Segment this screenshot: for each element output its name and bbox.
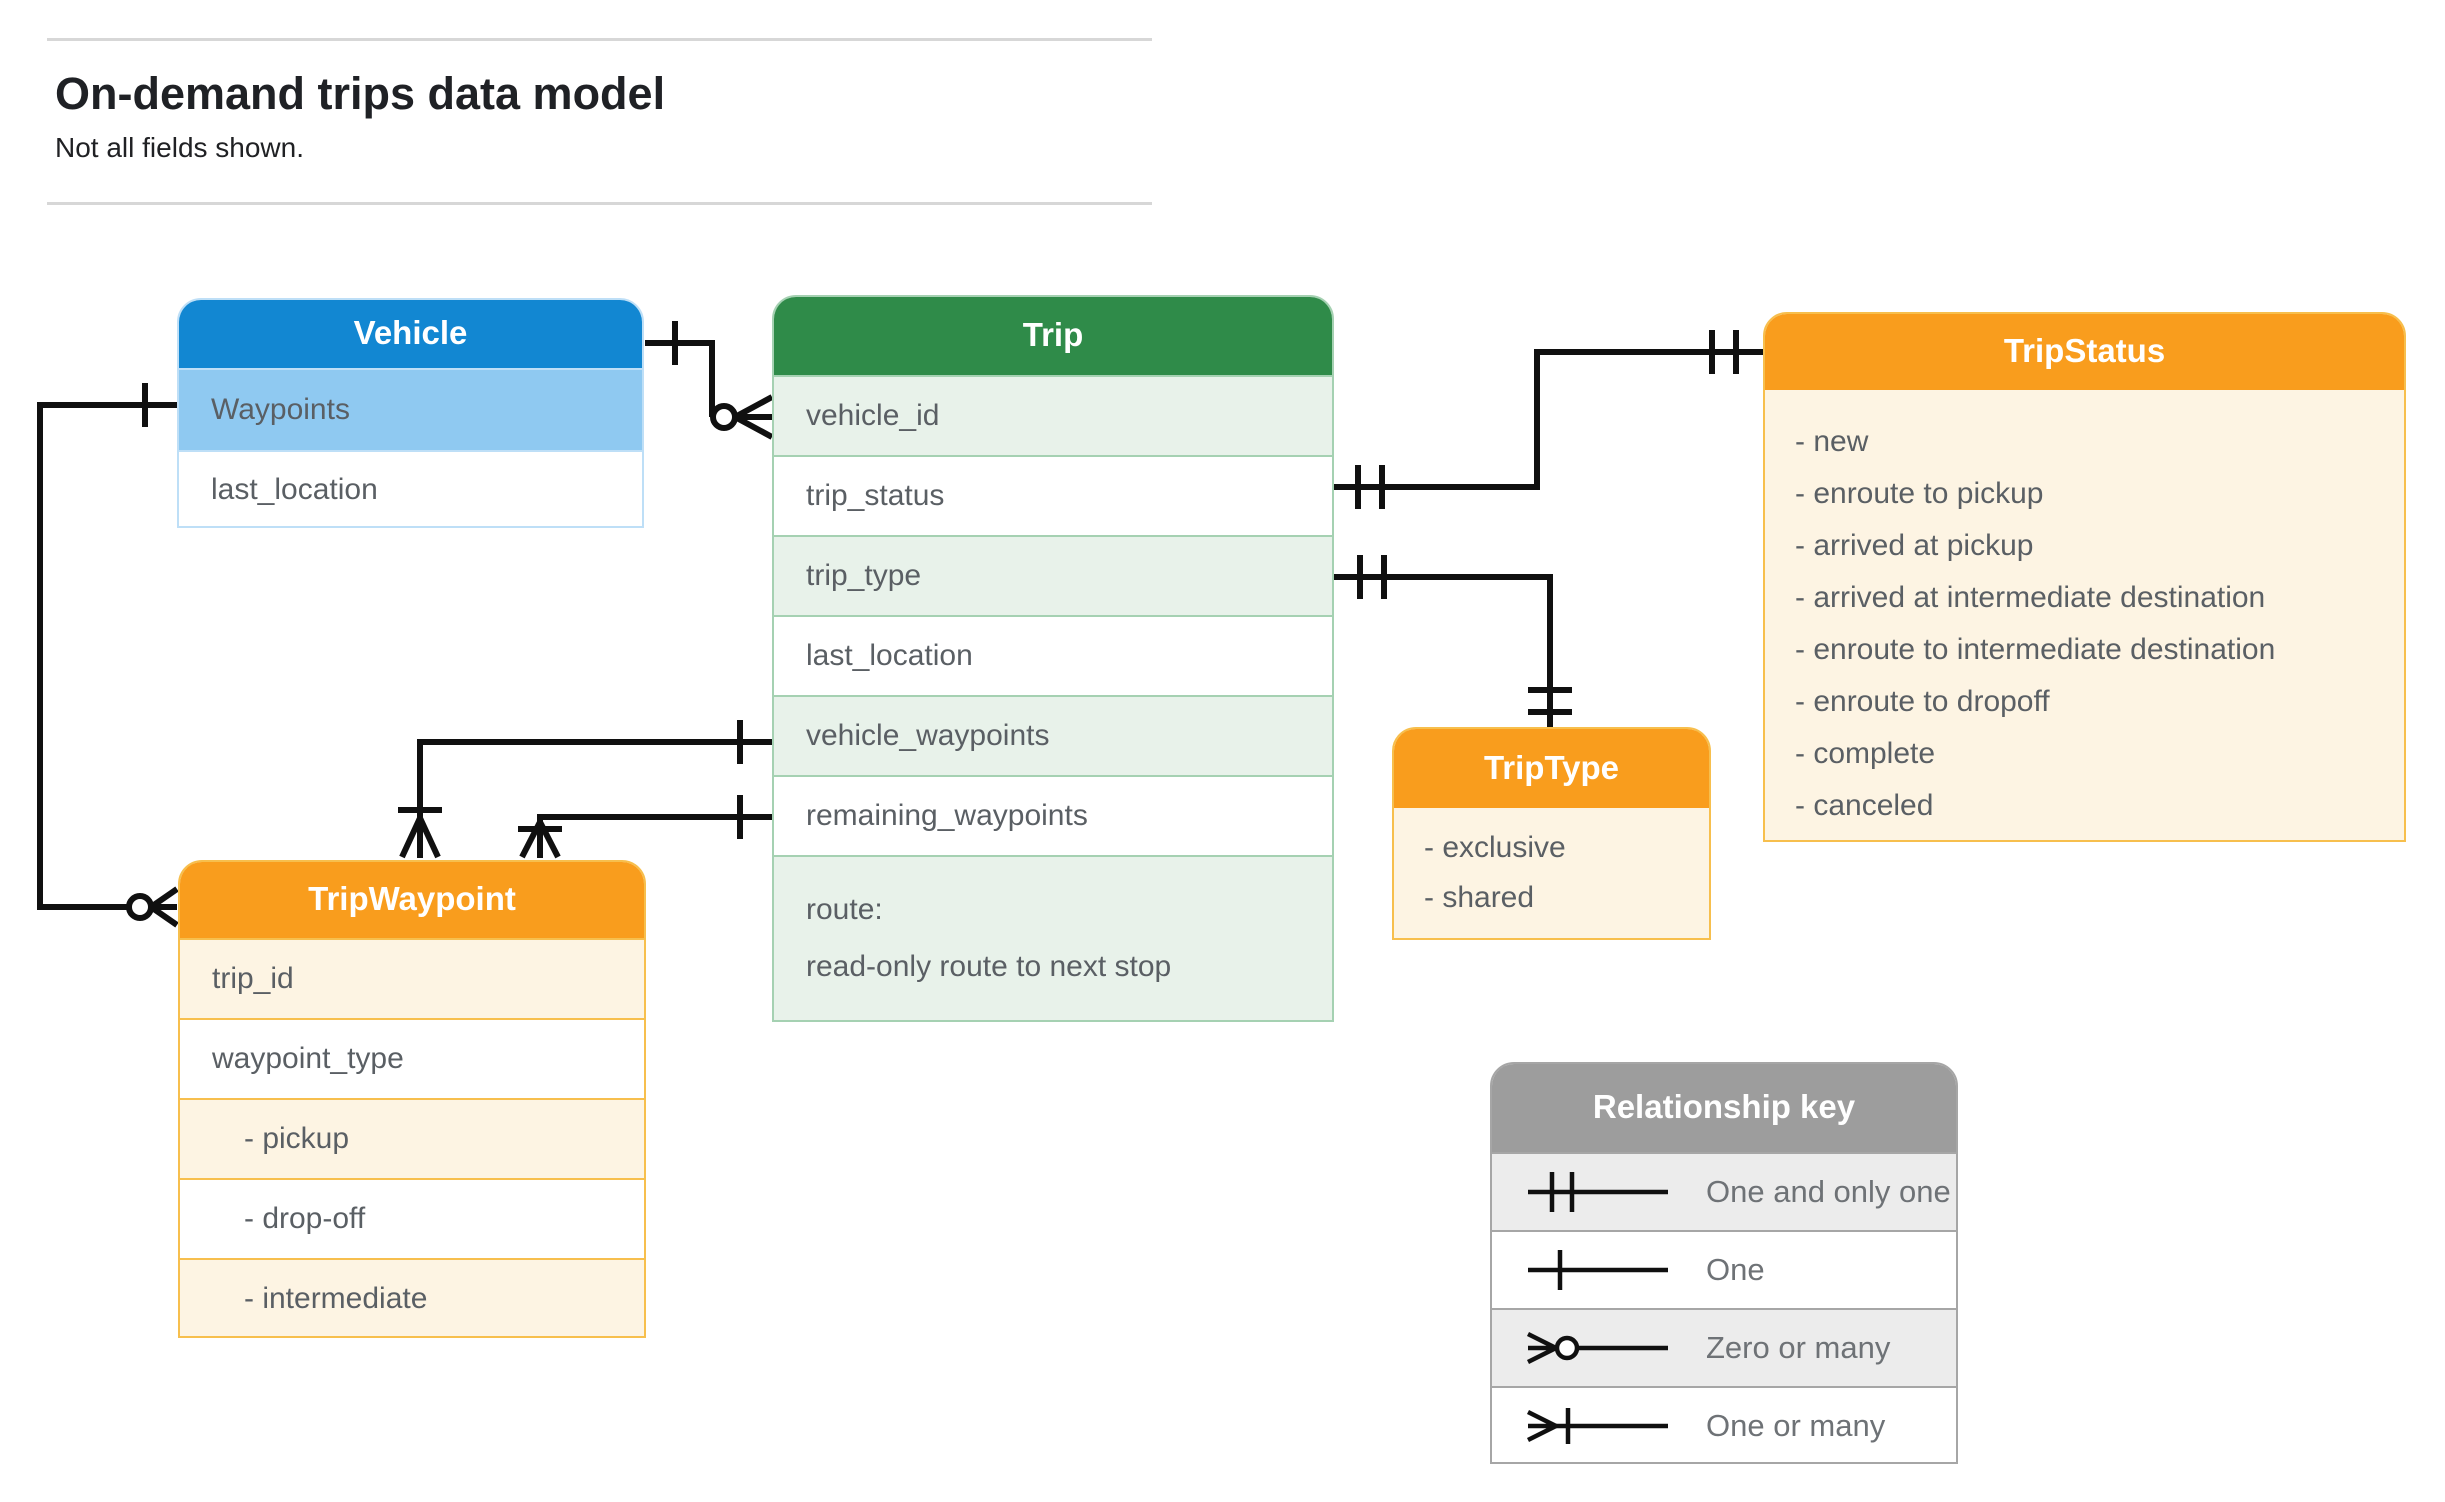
- enum-value: - shared: [1424, 881, 1535, 914]
- relationship-key: Relationship key One and only one One Ze…: [1490, 1062, 1958, 1464]
- divider-bottom: [47, 202, 1152, 205]
- value-tripwaypoint-intermediate: - intermediate: [180, 1258, 644, 1336]
- page-title: On-demand trips data model: [55, 68, 666, 119]
- field-trip-type: trip_type: [774, 535, 1332, 615]
- one-and-only-one-icon: [1528, 1172, 1668, 1212]
- field-tripwaypoint-trip-id: trip_id: [180, 938, 644, 1018]
- entity-vehicle-header: Vehicle: [179, 300, 642, 368]
- connector-trip-triptype: [1333, 555, 1572, 727]
- connector-vehicle-trip: [645, 321, 774, 440]
- entity-trip-header: Trip: [774, 297, 1332, 375]
- entity-tripwaypoint: TripWaypoint trip_id waypoint_type - pic…: [178, 860, 646, 1338]
- enum-value: - enroute to dropoff: [1795, 685, 2050, 718]
- zero-or-many-icon: [1526, 1331, 1668, 1365]
- legend-item-one-or-many: One or many: [1492, 1386, 1956, 1462]
- connector-vehicle-tripwaypoint: [37, 383, 179, 928]
- legend-item-label: Zero or many: [1706, 1330, 1891, 1365]
- entity-trip: Trip vehicle_id trip_status trip_type la…: [772, 295, 1334, 1022]
- enum-value: - arrived at pickup: [1795, 529, 2034, 562]
- one-or-many-icon: [1526, 1408, 1668, 1444]
- one-icon: [1528, 1250, 1668, 1290]
- entity-tripwaypoint-header: TripWaypoint: [180, 862, 644, 938]
- tripstatus-values: - new - enroute to pickup - arrived at p…: [1765, 390, 2404, 840]
- field-vehicle-last-location: last_location: [179, 450, 642, 526]
- entity-tripstatus: TripStatus - new - enroute to pickup - a…: [1763, 312, 2406, 842]
- enum-value: - arrived at intermediate destination: [1795, 581, 2266, 614]
- field-trip-remaining-waypoints: remaining_waypoints: [774, 775, 1332, 855]
- legend-item-label: One: [1706, 1252, 1765, 1287]
- connector-trip-vehicle-waypoints: [398, 720, 772, 859]
- connector-trip-remaining-waypoints: [518, 795, 772, 859]
- enum-value: - exclusive: [1424, 831, 1566, 864]
- divider-top: [47, 38, 1152, 41]
- field-trip-vehicle-waypoints: vehicle_waypoints: [774, 695, 1332, 775]
- field-trip-route-note: read-only route to next stop: [806, 950, 1172, 983]
- value-tripwaypoint-drop-off: - drop-off: [180, 1178, 644, 1258]
- field-trip-vehicle-id: vehicle_id: [774, 375, 1332, 455]
- entity-triptype-header: TripType: [1394, 729, 1709, 808]
- field-tripwaypoint-waypoint-type: waypoint_type: [180, 1018, 644, 1098]
- field-trip-route: route: read-only route to next stop: [774, 855, 1332, 1020]
- field-trip-route-label: route:: [806, 893, 883, 926]
- enum-value: - canceled: [1795, 789, 1934, 822]
- entity-tripstatus-header: TripStatus: [1765, 314, 2404, 390]
- entity-vehicle: Vehicle Waypoints last_location: [177, 298, 644, 528]
- legend-item-label: One or many: [1706, 1408, 1886, 1443]
- page-subtitle: Not all fields shown.: [55, 132, 305, 163]
- value-tripwaypoint-pickup: - pickup: [180, 1098, 644, 1178]
- legend-item-one-and-only-one: One and only one: [1492, 1152, 1956, 1230]
- legend-item-label: One and only one: [1706, 1174, 1951, 1209]
- field-vehicle-waypoints: Waypoints: [179, 368, 642, 450]
- connector-trip-tripstatus: [1333, 330, 1763, 509]
- field-trip-status: trip_status: [774, 455, 1332, 535]
- relationship-key-header: Relationship key: [1492, 1064, 1956, 1152]
- enum-value: - new: [1795, 425, 1869, 458]
- legend-item-one: One: [1492, 1230, 1956, 1308]
- enum-value: - complete: [1795, 737, 1936, 770]
- field-trip-last-location: last_location: [774, 615, 1332, 695]
- triptype-values: - exclusive - shared: [1394, 808, 1709, 938]
- entity-triptype: TripType - exclusive - shared: [1392, 727, 1711, 940]
- enum-value: - enroute to pickup: [1795, 477, 2044, 510]
- legend-item-zero-or-many: Zero or many: [1492, 1308, 1956, 1386]
- enum-value: - enroute to intermediate destination: [1795, 633, 2276, 666]
